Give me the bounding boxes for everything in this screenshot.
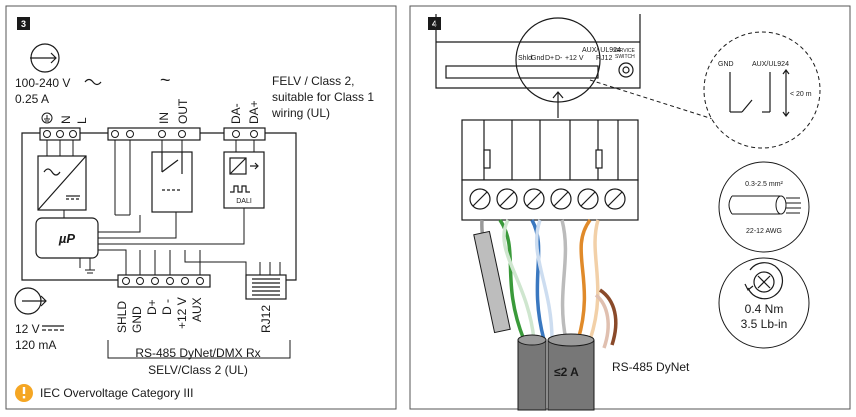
output-current: 120 mA xyxy=(15,338,56,352)
aux-zoom-detail xyxy=(703,31,821,149)
terminal-label-d-plus: D+ xyxy=(145,299,159,315)
power-supply-block xyxy=(37,155,87,211)
wire-size-awg: 22-12 AWG xyxy=(746,228,782,235)
cable-label: RS-485 DyNet xyxy=(612,360,690,374)
device-terminal-shld: Shld xyxy=(518,55,532,62)
panel-4-number: 4 xyxy=(432,19,437,29)
top-terminal-block-relay xyxy=(107,127,201,141)
panel-3-border xyxy=(5,5,397,410)
top-terminal-block-dali xyxy=(223,127,266,141)
dali-block xyxy=(223,151,265,209)
panel-4-border xyxy=(409,5,851,410)
terminal-label-aux: AUX xyxy=(190,297,204,322)
warning-text: IEC Overvoltage Category III xyxy=(40,386,193,400)
device-terminal-d-minus: D- xyxy=(555,55,563,62)
device-terminal-rj12: RJ12 xyxy=(596,55,612,62)
zoom-gnd-label: GND xyxy=(718,61,734,68)
bus-note-line-1: RS-485 DyNet/DMX Rx xyxy=(135,346,260,360)
device-outline xyxy=(21,132,297,281)
ac-symbol: ~ xyxy=(160,70,171,90)
relay-block xyxy=(151,151,193,213)
microprocessor-block xyxy=(35,217,99,259)
input-current: 0.25 A xyxy=(15,92,49,106)
panel-4: 4 Shld Gnd D+ D- +12 V AUX/ UL924 RJ12 S… xyxy=(409,5,851,411)
terminal-label-l: L xyxy=(75,117,89,124)
insert-arrow-icon xyxy=(552,91,564,118)
cable-rating: ≤2 A xyxy=(554,365,579,379)
rj12-label: RJ12 xyxy=(259,305,273,333)
device-terminal-aux: AUX/ UL924 xyxy=(582,47,621,54)
service-switch-line-1: SERVICE xyxy=(613,48,636,54)
panel-3: 3 100-240 V 0.25 A ~ FELV / Class 2, sui… xyxy=(5,5,397,410)
input-voltage: 100-240 V xyxy=(15,76,70,90)
panel-3-number: 3 xyxy=(21,19,26,29)
torque-lbin: 3.5 Lb-in xyxy=(741,317,788,331)
cable-right xyxy=(547,333,595,411)
service-switch-line-2: SWITCH xyxy=(615,54,635,60)
warning-icon xyxy=(15,384,33,402)
ac-wave-icon xyxy=(84,78,102,86)
bottom-terminal-block xyxy=(117,274,211,288)
dc-symbol-icon xyxy=(42,325,64,331)
device-terminal-12v: +12 V xyxy=(565,55,584,62)
dali-label: DALI xyxy=(236,198,252,205)
felv-line-2: suitable for Class 1 xyxy=(272,90,374,104)
zoom-distance-label: < 20 m xyxy=(790,91,812,98)
bus-wiring xyxy=(98,249,281,275)
torque-nm: 0.4 Nm xyxy=(745,302,784,316)
panel-4-badge xyxy=(428,17,441,30)
terminal-label-12v: +12 V xyxy=(175,297,189,329)
terminal-label-shld: SHLD xyxy=(115,301,129,333)
shield-sleeve xyxy=(473,230,511,334)
terminal-label-n: N xyxy=(59,115,73,124)
terminal-label-out: OUT xyxy=(176,98,190,124)
wire-size-detail xyxy=(718,161,810,253)
zoom-aux-label: AUX/UL924 xyxy=(752,61,789,68)
terminal-label-da-minus: DA- xyxy=(229,103,243,124)
felv-line-3: wiring (UL) xyxy=(271,106,330,120)
output-voltage: 12 V xyxy=(15,322,40,336)
top-terminal-block-power xyxy=(39,127,81,141)
power-input-icon xyxy=(30,43,60,73)
bus-bracket xyxy=(107,340,291,359)
panel-3-badge xyxy=(17,17,30,30)
device-terminal-gnd: Gnd xyxy=(531,55,544,62)
power-output-icon xyxy=(14,287,47,315)
torque-detail xyxy=(718,257,810,349)
microprocessor-label: µP xyxy=(58,231,75,246)
bus-note-line-2: SELV/Class 2 (UL) xyxy=(148,363,248,377)
terminal-label-gnd: GND xyxy=(130,306,144,333)
device-terminal-d-plus: D+ xyxy=(545,55,554,62)
zoom-leader-line xyxy=(589,79,717,121)
wire-size-metric: 0.3-2.5 mm² xyxy=(745,181,783,188)
terminal-label-d-minus: D - xyxy=(160,299,174,315)
earth-icon xyxy=(41,112,53,124)
terminal-label-in: IN xyxy=(157,112,171,124)
terminal-connector xyxy=(461,119,639,221)
terminal-label-da-plus: DA+ xyxy=(247,100,261,124)
felv-line-1: FELV / Class 2, xyxy=(272,74,354,88)
cable-left xyxy=(517,334,547,411)
rj12-port xyxy=(245,274,287,300)
